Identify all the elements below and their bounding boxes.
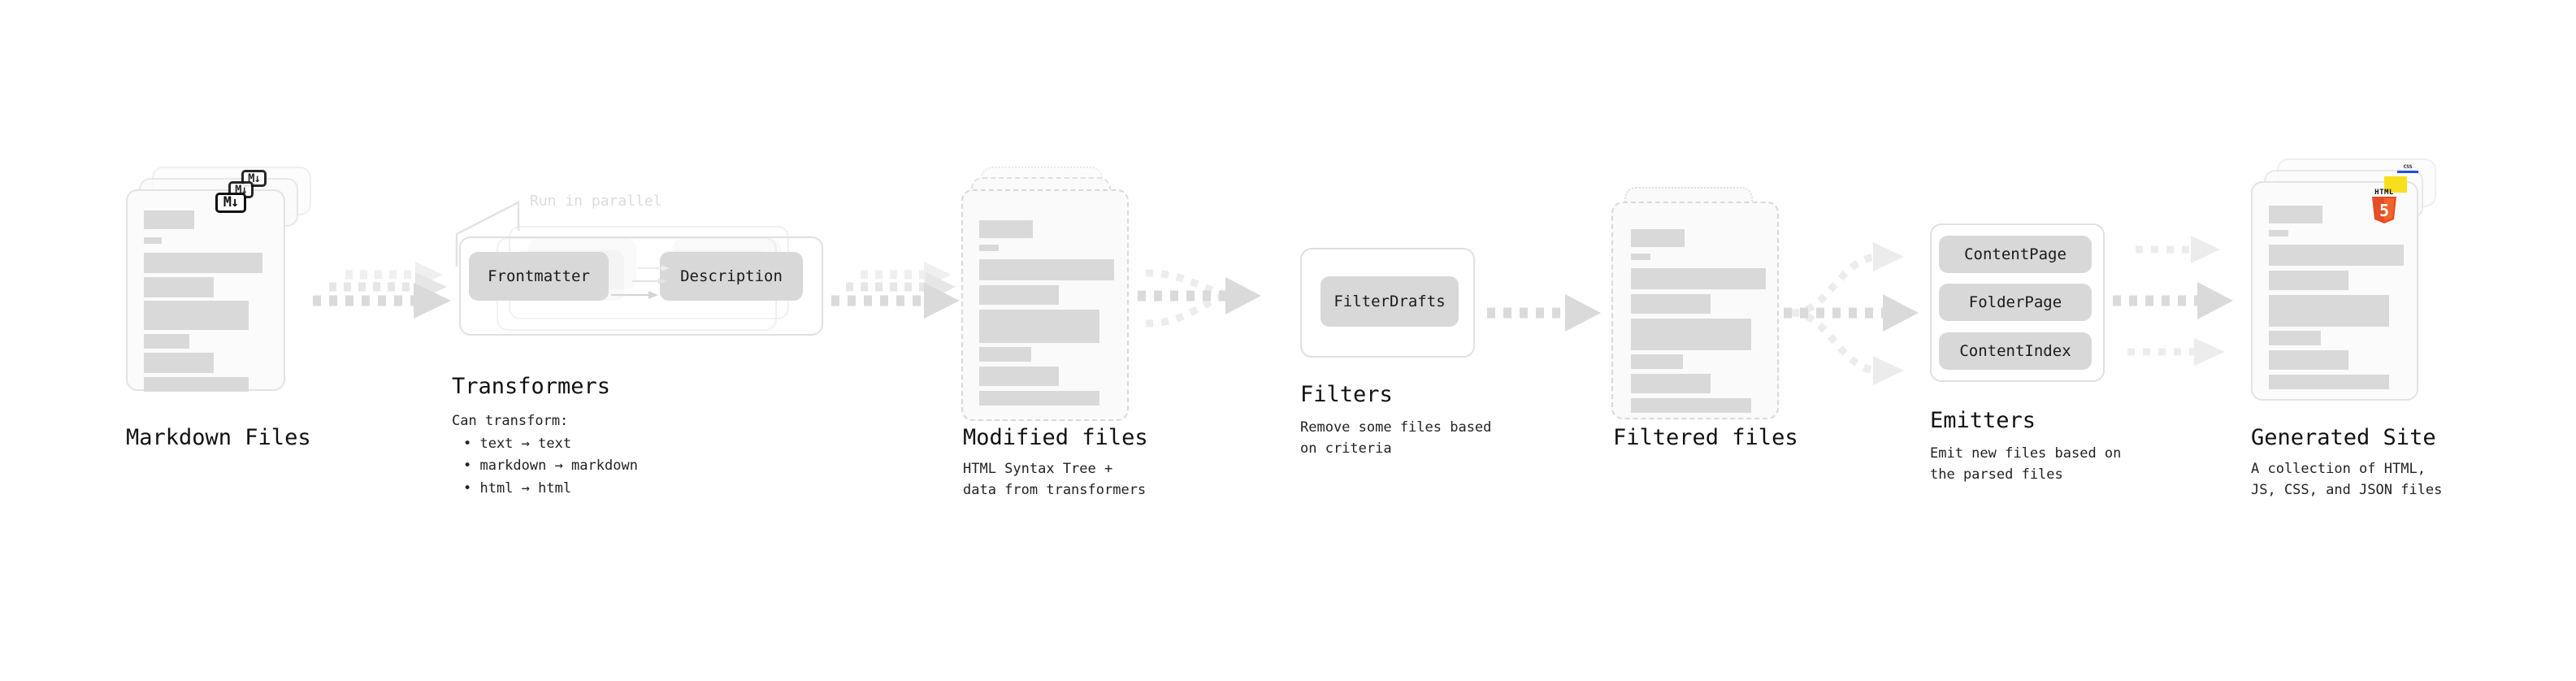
css3-icon-bar (2397, 171, 2418, 173)
skeleton-bar (1631, 268, 1766, 289)
parallel-bracket (455, 200, 520, 267)
page-title-filters: Filters (1300, 382, 1393, 407)
generated-site-stack: CSS HTML 5 (2251, 158, 2438, 419)
emitter-pill-folderpage[interactable]: FolderPage (1939, 284, 2092, 321)
skeleton-bar (2269, 230, 2288, 236)
modified-file-stack (961, 167, 1150, 421)
page-title-emitters: Emitters (1930, 408, 2036, 433)
connector-filtered-to-emitters (1784, 242, 1919, 385)
bullet-item: • text → text (463, 435, 572, 452)
bullet-item: • html → html (463, 479, 572, 497)
emitters-card: ContentPage FolderPage ContentIndex (1930, 223, 2105, 382)
connector-markdown-to-transformers (313, 262, 451, 319)
skeleton-bar (2269, 295, 2389, 327)
bullets-intro: Can transform: (452, 413, 569, 429)
skeleton-bar (144, 277, 214, 297)
markdown-card-front (126, 189, 285, 392)
filtered-card-front (1611, 202, 1779, 419)
connector-emitters-to-site (2113, 236, 2233, 366)
js-icon (2384, 176, 2407, 193)
filters-card: FilterDrafts (1300, 248, 1475, 358)
generated-site-description: A collection of HTML, JS, CSS, and JSON … (2251, 461, 2443, 499)
skeleton-bar (1631, 254, 1650, 260)
html5-icon-label: HTML (2374, 189, 2394, 197)
site-card-front (2251, 181, 2418, 401)
skeleton-bar (979, 347, 1031, 362)
css3-icon: CSS (2397, 165, 2418, 176)
skeleton-bar (2269, 271, 2348, 290)
skeleton-bar (979, 245, 999, 251)
skeleton-bar (144, 237, 162, 244)
skeleton-bar (979, 367, 1059, 386)
markdown-badge: M↓ (215, 193, 246, 213)
transformers-description: Can transform: • text → text • markdown … (452, 410, 638, 500)
html5-icon: HTML 5 (2370, 189, 2399, 225)
skeleton-bar (1631, 374, 1711, 393)
skeleton-bar (979, 391, 1099, 406)
emitter-pill-contentindex[interactable]: ContentIndex (1939, 332, 2092, 370)
skeleton-bar (979, 259, 1114, 280)
transformer-inner-arrows (611, 265, 670, 299)
filter-pill-filterdrafts[interactable]: FilterDrafts (1321, 276, 1459, 327)
emitters-description: Emit new files based on the parsed files (1930, 445, 2122, 484)
page-title-transformers: Transformers (452, 374, 611, 399)
css3-icon-label: CSS (2403, 164, 2413, 170)
connector-modified-to-filters (1138, 269, 1261, 327)
skeleton-bar (1631, 319, 1751, 350)
skeleton-bar (979, 220, 1033, 238)
modified-files-description: HTML Syntax Tree + data from transformer… (963, 461, 1147, 499)
parallel-label: Run in parallel (530, 193, 662, 210)
transformer-card-front: Frontmatter Description (459, 236, 823, 336)
skeleton-bar (2269, 375, 2389, 389)
emitter-pill-contentpage[interactable]: ContentPage (1939, 236, 2092, 273)
page-title-generated-site: Generated Site (2251, 425, 2436, 450)
skeleton-bar (144, 210, 194, 229)
bullet-item: • markdown → markdown (463, 458, 638, 475)
modified-card-front (961, 189, 1129, 421)
html5-icon-digit: 5 (2379, 201, 2389, 220)
markdown-file-stack: M↓ M↓ M↓ (126, 167, 313, 419)
stage-modified-files (961, 167, 1150, 421)
skeleton-bar (2269, 350, 2348, 370)
page-title-filtered-files: Filtered files (1613, 425, 1798, 450)
stage-filtered-files (1611, 187, 1800, 439)
page-title-modified-files: Modified files (963, 425, 1148, 450)
transformer-pill-frontmatter[interactable]: Frontmatter (469, 252, 609, 301)
stage-generated-site: CSS HTML 5 (2251, 158, 2438, 419)
markdown-badge-text: M↓ (223, 194, 240, 210)
stage-markdown-files: M↓ M↓ M↓ (126, 167, 313, 419)
skeleton-bar (979, 285, 1059, 305)
skeleton-bar (144, 253, 262, 273)
skeleton-bar (1631, 398, 1751, 413)
skeleton-bar (144, 353, 214, 373)
skeleton-bar (144, 301, 249, 330)
connector-filters-to-filtered (1487, 294, 1601, 332)
skeleton-bar (1631, 229, 1685, 247)
connector-transformers-to-modified (831, 262, 960, 319)
filtered-file-stack (1611, 187, 1800, 439)
page-title-markdown-files: Markdown Files (126, 425, 311, 450)
skeleton-bar (1631, 294, 1711, 314)
transformer-pill-description[interactable]: Description (660, 252, 803, 301)
filters-description: Remove some files based on criteria (1300, 419, 1492, 458)
skeleton-bar (144, 334, 189, 349)
skeleton-bar (1631, 354, 1683, 369)
skeleton-bar (2269, 331, 2321, 345)
skeleton-bar (2269, 206, 2322, 223)
skeleton-bar (979, 310, 1099, 343)
skeleton-bar (2269, 245, 2404, 266)
skeleton-bar (144, 377, 249, 392)
